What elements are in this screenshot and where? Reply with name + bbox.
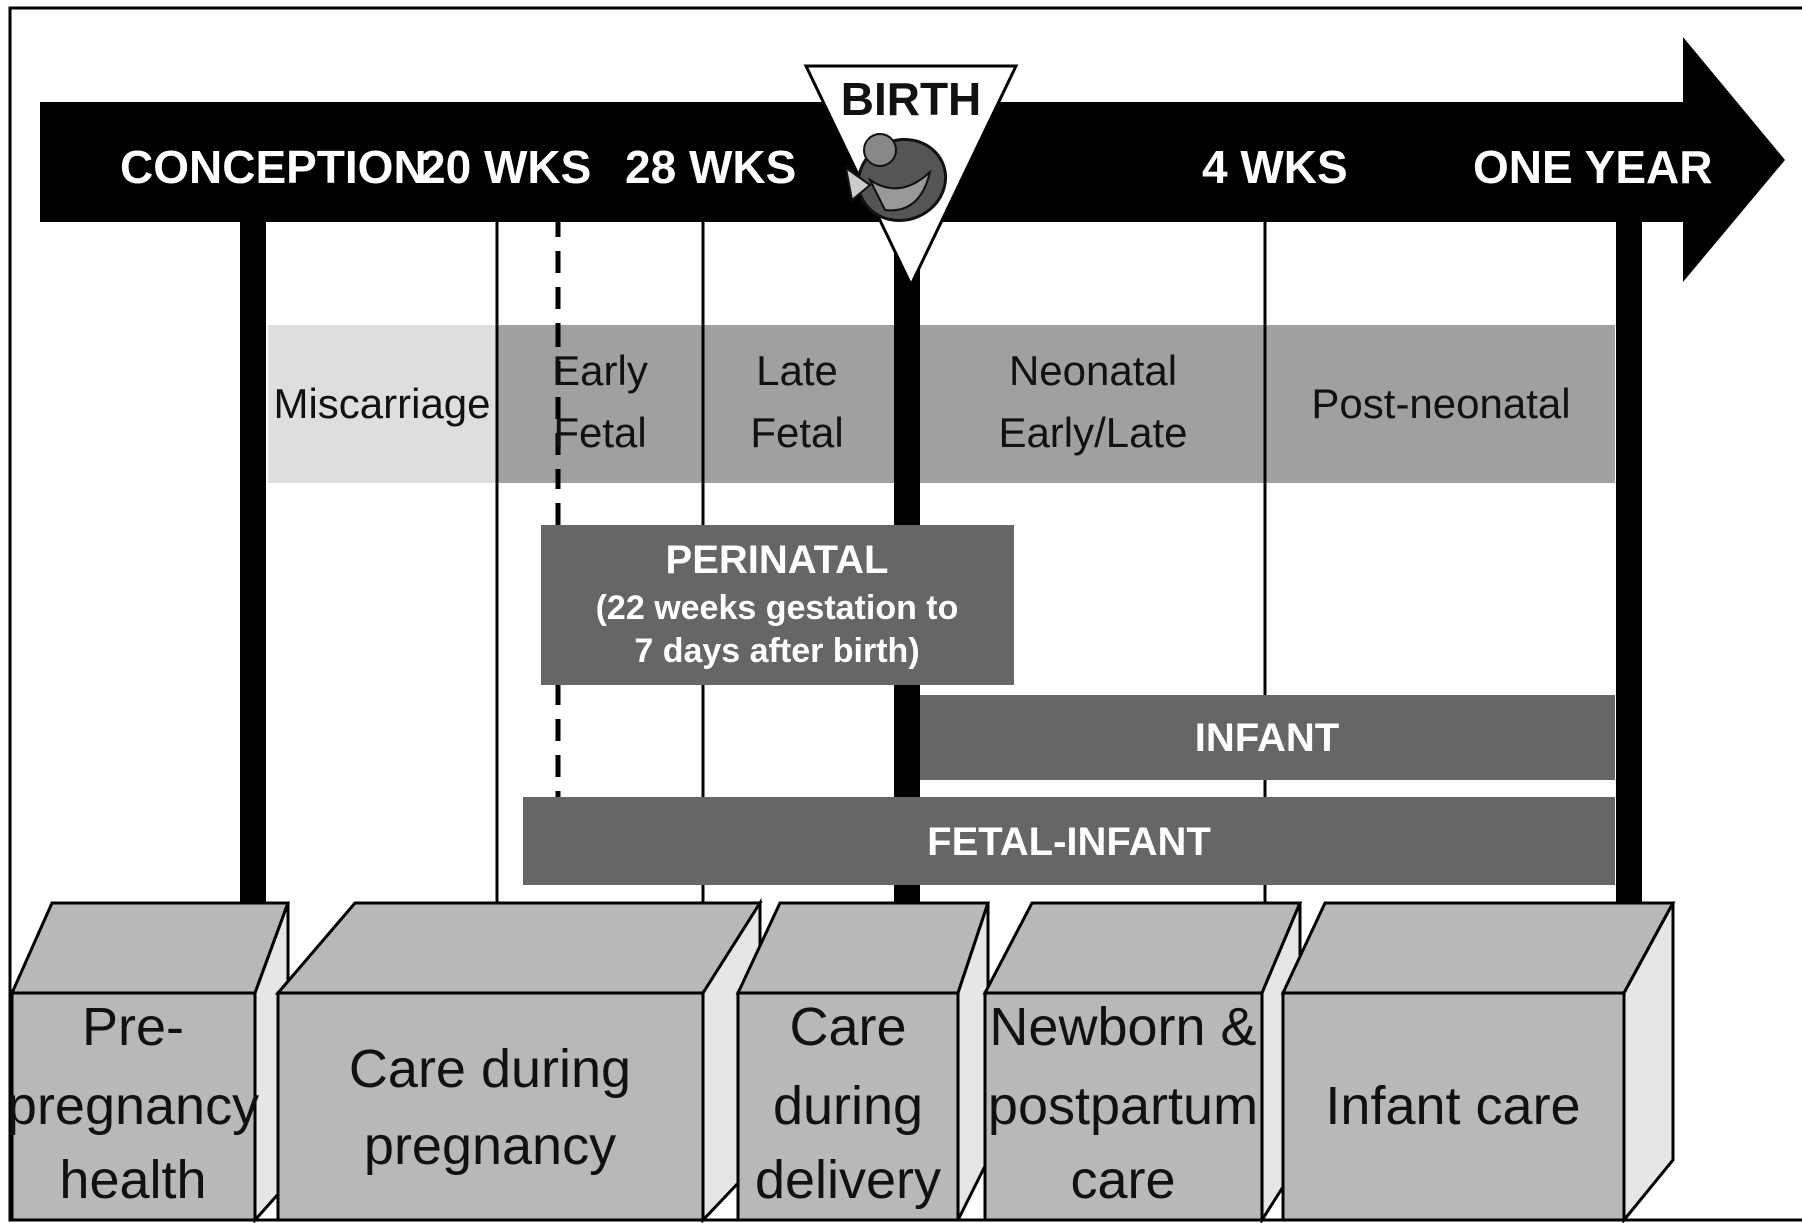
delivery-line-2: during [773,1076,923,1136]
newborn-line-1: Newborn & [989,997,1256,1057]
post-neonatal-label: Post-neonatal [1311,380,1570,427]
baby-icon [844,133,948,222]
delivery-line-3: delivery [755,1150,941,1210]
late-fetal-label-2: Fetal [750,409,843,456]
fetal-infant-span-label: FETAL-INFANT [927,820,1211,864]
pregnancy-line-1: Care during [349,1039,631,1099]
infant-span-label: INFANT [1195,716,1339,760]
delivery-box [735,901,991,1222]
post-neonatal-band [1266,325,1615,483]
wk20-label: 20 WKS [420,141,591,193]
pre-pregnancy-line-2: pregnancy [7,1076,259,1136]
early-fetal-label-1: Early [552,347,648,394]
perinatal-title: PERINATAL [666,538,889,582]
perinatal-sub-1: (22 weeks gestation to [596,589,959,627]
early-fetal-label-2: Fetal [553,409,646,456]
neonatal-label-2: Early/Late [998,409,1187,456]
newborn-box [982,901,1303,1223]
newborn-line-2: postpartum [988,1076,1258,1136]
infant-care-label: Infant care [1325,1076,1580,1136]
wk4-label: 4 WKS [1202,141,1348,193]
pre-pregnancy-box [9,901,291,1223]
pre-pregnancy-line-3: health [59,1150,206,1210]
delivery-line-1: Care [789,997,906,1057]
infant-span [920,695,1615,780]
pregnancy-box [274,897,763,1223]
pregnancy-line-2: pregnancy [364,1116,616,1176]
perinatal-span [541,525,1014,685]
infant-care-box [1280,901,1676,1223]
conception-label: CONCEPTION [120,141,427,193]
neonatal-band [920,325,1265,483]
miscarriage-label: Miscarriage [273,380,490,427]
birth-label: BIRTH [841,73,982,125]
perinatal-sub-2: 7 days after birth) [634,632,919,670]
newborn-line-3: care [1070,1150,1175,1210]
late-fetal-label-1: Late [756,347,838,394]
miscarriage-band [268,325,496,483]
neonatal-label-1: Neonatal [1009,347,1177,394]
pre-pregnancy-line-1: Pre- [82,997,184,1057]
one-year-label: ONE YEAR [1473,141,1712,193]
fetal-infant-span [523,797,1615,885]
wk28-label: 28 WKS [625,141,796,193]
fetal-band [497,325,894,483]
